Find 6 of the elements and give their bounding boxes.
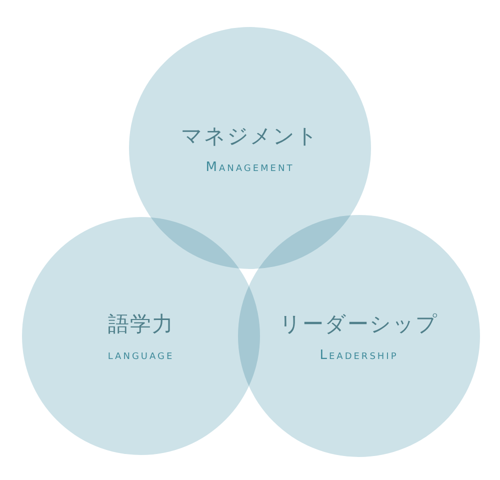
circle-title: リーダーシップ <box>280 310 438 338</box>
circle-title: マネジメント <box>181 122 319 150</box>
circle-subtitle: language <box>108 348 174 362</box>
circle-title: 語学力 <box>108 310 174 338</box>
circle-subtitle: Leadership <box>320 348 398 362</box>
circle-subtitle: Management <box>206 160 294 174</box>
